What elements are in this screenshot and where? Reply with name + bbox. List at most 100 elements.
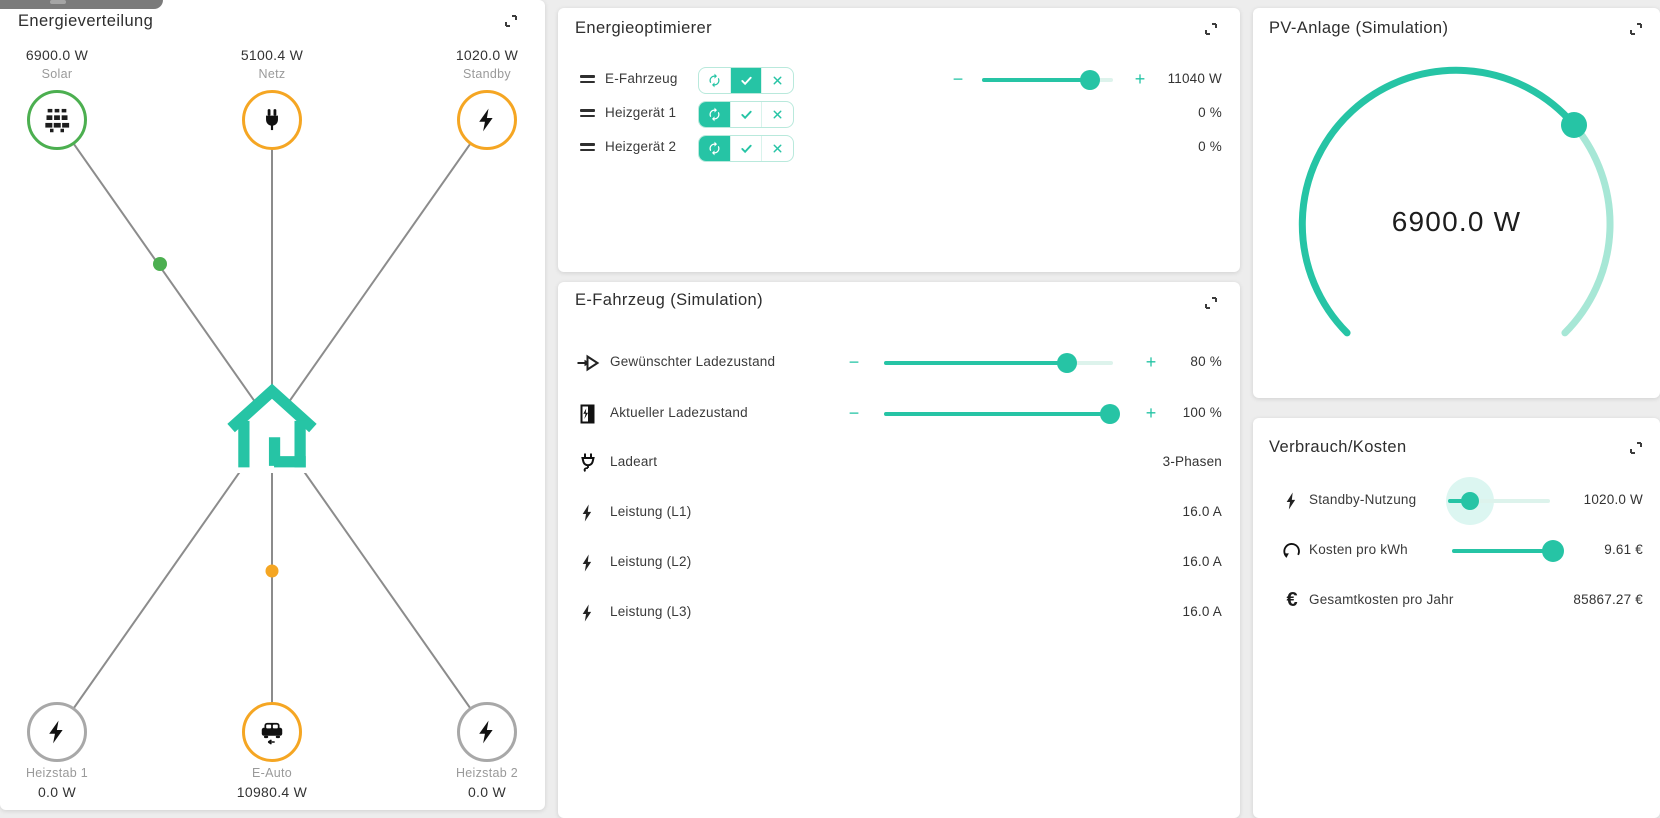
euro-icon: € (1286, 588, 1298, 611)
bolt-icon (1281, 490, 1303, 512)
bolt-icon (576, 551, 600, 575)
panel-title: PV-Anlage (Simulation) (1269, 19, 1449, 37)
gauge-value: 6900.0 W (1391, 206, 1522, 237)
row-value: 16.0 A (1182, 604, 1222, 619)
expand-button[interactable] (1203, 21, 1219, 37)
node-value: 5100.4 W (240, 47, 304, 63)
node-label: E-Auto (251, 766, 292, 780)
slider-track[interactable] (884, 361, 1113, 365)
gauge-handle[interactable] (1561, 112, 1587, 138)
row-label: Ladeart (610, 454, 658, 469)
slider-track[interactable] (1452, 549, 1563, 553)
bolt-icon (576, 501, 600, 525)
top-left-tab (0, 0, 163, 9)
tab-dash (50, 0, 66, 4)
charge-type-icon (576, 451, 600, 475)
row-label: Leistung (L2) (610, 554, 692, 569)
mode-auto-button[interactable] (699, 135, 730, 161)
bolt-icon (479, 720, 493, 744)
increment-button[interactable]: + (1145, 403, 1157, 423)
slider-track[interactable] (982, 78, 1113, 82)
row-label: Gesamtkosten pro Jahr (1309, 592, 1454, 607)
slider-handle[interactable] (1057, 353, 1077, 373)
row-label: Standby-Nutzung (1309, 492, 1417, 507)
slider-handle[interactable] (1461, 492, 1479, 510)
expand-button[interactable] (503, 13, 519, 29)
mode-toggle-group (698, 66, 794, 94)
row-label: E-Fahrzeug (605, 71, 678, 86)
card-energieoptimierer: Energieoptimierer E-Fahrzeug − + 11040 (558, 8, 1240, 272)
house-icon (227, 383, 317, 468)
mode-on-button[interactable] (729, 101, 762, 127)
row-value: 11040 W (1167, 71, 1222, 86)
row-label: Leistung (L1) (610, 504, 692, 519)
mode-off-button[interactable] (761, 135, 793, 161)
increment-button[interactable]: + (1134, 69, 1146, 89)
autorenew-icon (709, 141, 720, 155)
slider-track[interactable] (1448, 499, 1550, 503)
row-value: 16.0 A (1182, 504, 1222, 519)
drag-handle-icon[interactable] (580, 75, 595, 85)
decrement-button[interactable]: − (848, 403, 860, 423)
decrement-button[interactable]: − (952, 69, 964, 89)
row-label: Kosten pro kWh (1309, 542, 1408, 557)
expand-icon (1630, 23, 1642, 35)
gauge-arc (1298, 66, 1578, 337)
mode-auto-button[interactable] (699, 68, 730, 93)
cost-rate-icon (1281, 540, 1303, 562)
slider-track[interactable] (884, 412, 1113, 416)
panel-title: E-Fahrzeug (Simulation) (575, 291, 764, 309)
slider-fill (884, 412, 1110, 416)
node-label: Standby (463, 67, 511, 81)
mode-off-button[interactable] (761, 67, 793, 93)
mode-on-button[interactable] (729, 135, 762, 161)
increment-button[interactable]: + (1145, 352, 1157, 372)
expand-button[interactable] (1203, 295, 1219, 311)
slider-fill (884, 361, 1067, 365)
card-efahrzeug-simulation: E-Fahrzeug (Simulation) Gewünschter Lade… (558, 282, 1240, 818)
card-verbrauch-kosten: Verbrauch/Kosten Standby-Nutzung 1020.0 … (1253, 418, 1660, 818)
close-icon (773, 144, 782, 152)
row-value: 9.61 € (1604, 542, 1643, 557)
row-value: 85867.27 € (1573, 592, 1643, 607)
autorenew-icon (709, 73, 720, 87)
bolt-icon (49, 720, 63, 744)
node-value: 0.0 W (37, 784, 77, 800)
flow-dot-solar (153, 257, 167, 271)
panel-title: Verbrauch/Kosten (1269, 438, 1407, 456)
node-value: 10980.4 W (236, 784, 308, 800)
node-label: Solar (41, 67, 73, 81)
panel-title: Energieoptimierer (575, 19, 713, 37)
autorenew-icon (709, 107, 720, 121)
row-value: 100 % (1182, 405, 1222, 420)
drag-handle-icon[interactable] (580, 109, 595, 119)
expand-icon (1205, 23, 1217, 35)
car-icon (261, 722, 283, 745)
mode-auto-button[interactable] (699, 101, 730, 127)
expand-icon (505, 15, 517, 27)
node-value: 0.0 W (467, 784, 507, 800)
mode-on-button[interactable] (729, 67, 762, 93)
node-circle-heizstab2 (457, 702, 517, 762)
pv-gauge (1298, 66, 1614, 337)
slider-handle[interactable] (1542, 540, 1564, 562)
expand-button[interactable] (1628, 21, 1644, 37)
slider-fill (1452, 549, 1553, 553)
slider-handle[interactable] (1100, 404, 1120, 424)
slider-handle[interactable] (1080, 70, 1100, 90)
expand-button[interactable] (1628, 440, 1644, 456)
plug-icon (266, 109, 278, 131)
current-soc-icon (576, 402, 600, 426)
slider-fill (1448, 499, 1470, 503)
flow-lines (56, 119, 488, 733)
expand-icon (1630, 442, 1642, 454)
mode-off-button[interactable] (761, 101, 793, 127)
node-circle-standby (457, 90, 517, 150)
bolt-icon (576, 601, 600, 625)
card-pv-anlage: PV-Anlage (Simulation) 6900.0 W (1253, 8, 1660, 398)
row-value: 0 % (1198, 139, 1222, 154)
gauge-remainder (1561, 121, 1614, 337)
drag-handle-icon[interactable] (580, 143, 595, 153)
decrement-button[interactable]: − (848, 352, 860, 372)
